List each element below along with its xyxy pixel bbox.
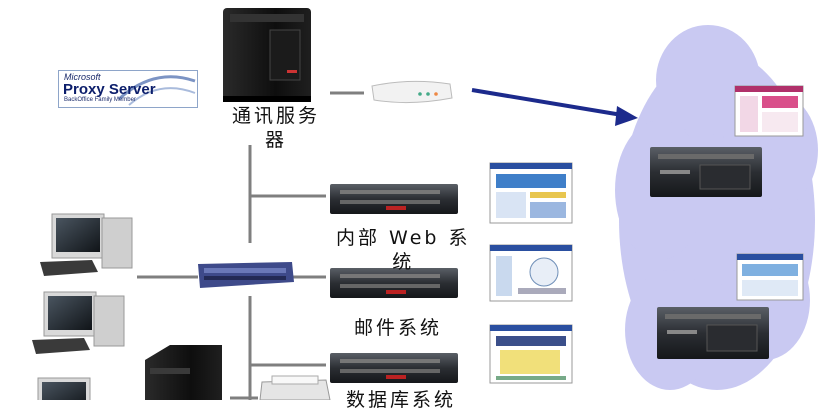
client-pc-icon — [37, 377, 91, 400]
logo-swoosh-icon — [117, 75, 196, 106]
connection-lines — [137, 91, 364, 400]
mail-system-label: 邮件系统 — [354, 317, 443, 339]
communication-server-label-line2: 器 — [265, 129, 288, 151]
web-server-icon — [330, 184, 458, 214]
internet-server-icon — [650, 147, 762, 197]
communication-server-icon — [223, 8, 311, 102]
internet-server-icon — [657, 307, 769, 359]
logo-product-text: Proxy Server — [63, 81, 156, 98]
database-page-thumbnail — [489, 324, 573, 384]
web-system-label-line2: 统 — [392, 251, 415, 273]
internet-arrow — [471, 88, 638, 126]
logo-microsoft-text: Microsoft — [64, 72, 101, 82]
database-server-icon — [330, 353, 458, 383]
mail-page-thumbnail — [489, 244, 573, 302]
network-diagram — [32, 8, 818, 400]
internet-page-thumbnail — [736, 253, 804, 301]
web-system-label: 内部 Web 系 统 — [336, 226, 471, 274]
proxy-server-logo: Microsoft Proxy Server BackOffice Family… — [58, 70, 198, 108]
communication-server-label-line1: 通讯服务 — [232, 105, 321, 127]
communication-server-label: 通讯服务 器 — [232, 104, 320, 152]
tower-server-icon — [145, 345, 222, 400]
printer-icon — [259, 375, 331, 400]
mail-server-icon — [330, 268, 458, 298]
client-pc-icon — [32, 291, 125, 354]
logo-family-text: BackOffice Family Member — [64, 97, 136, 103]
web-page-thumbnail — [489, 162, 573, 224]
client-pc-icon — [40, 213, 133, 276]
modem-icon — [371, 80, 453, 104]
network-switch-icon — [198, 262, 294, 288]
web-system-label-line1: 内部 Web 系 — [336, 227, 471, 249]
internet-page-thumbnail — [734, 85, 804, 137]
database-system-label: 数据库系统 — [346, 389, 457, 411]
